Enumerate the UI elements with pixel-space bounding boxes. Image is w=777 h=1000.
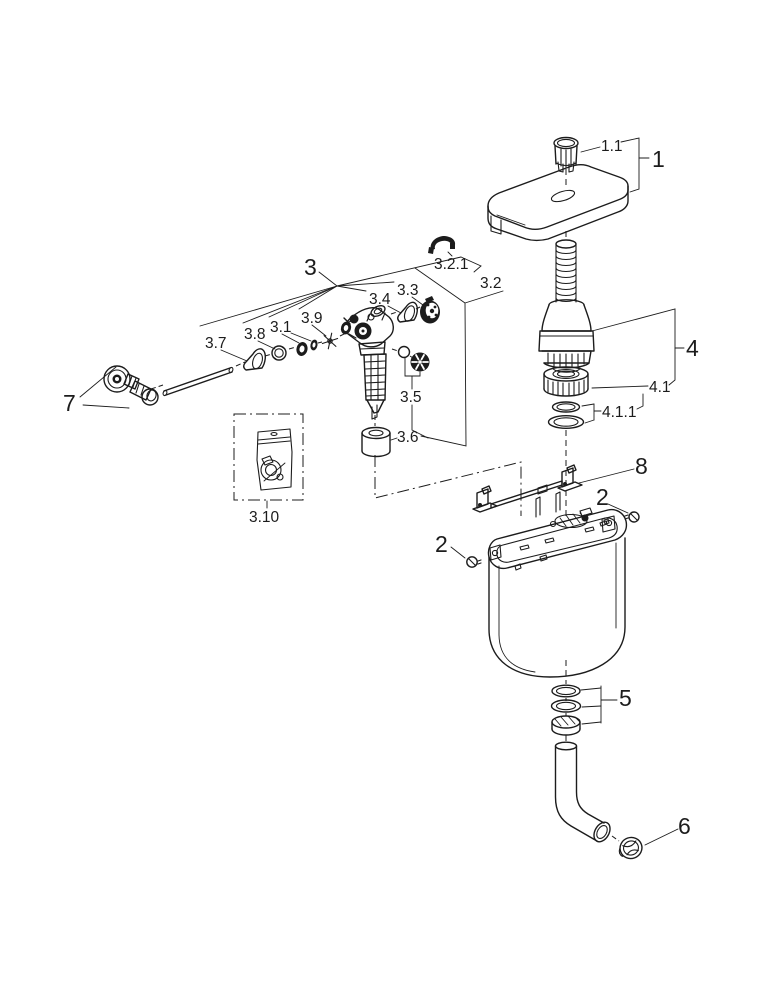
callout-1-1: 1.1 (601, 138, 623, 155)
part-2-screw-left (466, 556, 482, 568)
part-3-7-cone (243, 348, 266, 371)
part-1-1-push-button (553, 136, 579, 173)
callout-3-10: 3.10 (249, 509, 280, 526)
part-1-lid (487, 164, 629, 242)
callout-3-5: 3.5 (400, 389, 422, 406)
part-3-fill-valve (340, 304, 394, 420)
callout-6: 6 (678, 813, 691, 839)
callout-3-9: 3.9 (301, 310, 323, 327)
part-6-seal-cap (618, 836, 643, 860)
center-lines (150, 169, 620, 842)
callout-labels: 1 1.1 2 2 3 3.1 3.2 3.2.1 3.3 3.4 3.5 3.… (63, 138, 699, 839)
part-4-1-locking-nut (543, 366, 589, 397)
flush-pipe-elbow (554, 741, 611, 843)
part-3-2-1-clip (428, 236, 456, 254)
callout-3-7: 3.7 (205, 335, 227, 352)
callout-lines (79, 137, 685, 846)
part-7-inlet-connector (103, 365, 159, 406)
part-3-9-valve-stem (321, 332, 339, 350)
callout-1: 1 (652, 146, 665, 172)
part-3-8-nut (271, 345, 287, 361)
part-3-6-sleeve (361, 426, 391, 458)
part-2-screw-right (624, 511, 640, 523)
callout-3-3: 3.3 (397, 282, 419, 299)
callout-2-left: 2 (435, 531, 448, 557)
callout-4: 4 (686, 335, 699, 361)
part-4-1-1-washers (547, 401, 585, 430)
callout-2-right: 2 (596, 484, 609, 510)
callout-3-4: 3.4 (369, 291, 391, 308)
callout-8: 8 (635, 453, 648, 479)
part-5-outlet-seals (550, 684, 582, 736)
cistern-tank-body (487, 491, 628, 678)
part-3-5-seal-strainer (397, 345, 430, 372)
part-3-1-washers (296, 339, 318, 356)
callout-4-1: 4.1 (649, 379, 671, 396)
part-4-flush-valve (538, 239, 595, 373)
part-8-crossbar (472, 464, 583, 513)
callout-3-2: 3.2 (480, 275, 502, 292)
callout-3-6: 3.6 (397, 429, 419, 446)
callout-3-2-1: 3.2.1 (434, 256, 468, 273)
supply-pipe (162, 366, 234, 397)
part-3-10-spares-bag (233, 413, 304, 501)
callout-5: 5 (619, 685, 632, 711)
callout-4-1-1: 4.1.1 (602, 404, 636, 421)
part-3-4-cone (397, 301, 419, 323)
callout-3: 3 (304, 254, 317, 280)
callout-7: 7 (63, 390, 76, 416)
part-3-3-cap (420, 296, 440, 324)
callout-3-1: 3.1 (270, 319, 292, 336)
callout-3-8: 3.8 (244, 326, 266, 343)
